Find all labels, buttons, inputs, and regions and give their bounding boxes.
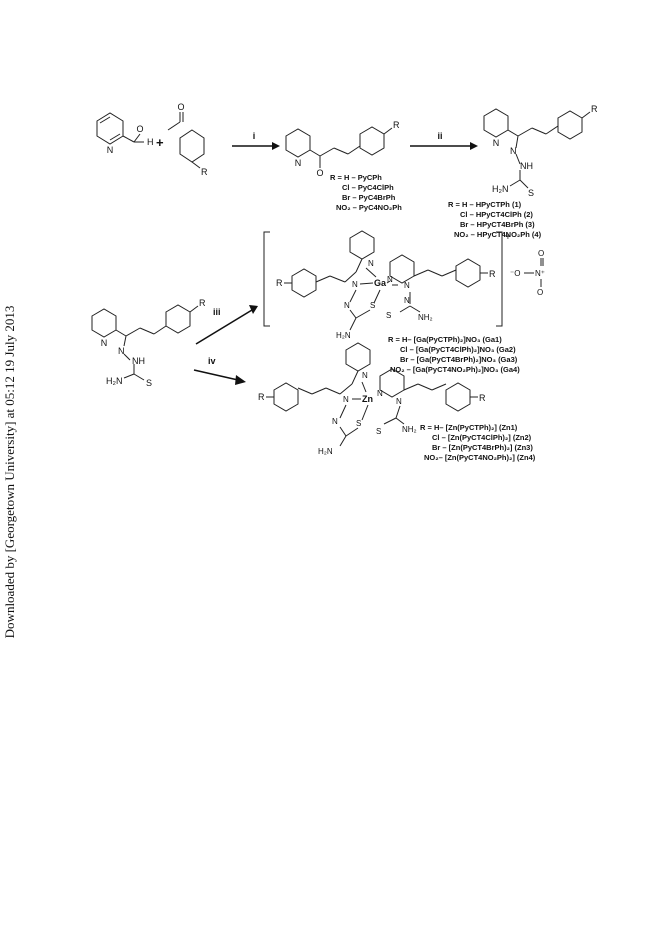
nitrate-counterion: ⁻O N⁺ O O [510,249,545,297]
ligand-label: Cl – HPyCT4ClPh (2) [460,210,533,219]
nitrate-o: O [538,249,544,258]
step-label-ii: ii [437,131,442,141]
pyridine-carbaldehyde-structure: N O H [96,112,154,155]
chalcone-label: R = H – PyCPh [330,173,382,182]
substituent-r: R [258,392,265,402]
ligand-labels: R = H – HPyCTPh (1) Cl – HPyCT4ClPh (2) … [448,200,542,239]
zinc-complex-labels: R = H– [Zn(PyCTPh)₂] (Zn1) Cl – [Zn(PyCT… [420,423,536,462]
complex-charge: + [505,232,511,243]
gallium-center: Ga [374,278,387,288]
arrow-step-iv [193,369,239,381]
atom-n: N [368,259,374,268]
atom-s: S [370,301,375,310]
atom-h2n: H₂N [106,376,123,386]
starting-ligand-structure: N R N NH H₂N S [91,298,206,388]
substituent-r: R [393,120,400,130]
atom-n: N [101,338,108,348]
atom-s: S [386,311,391,320]
atom-nh: NH [132,356,145,366]
zinc-complex-structure: N R N N S H₂N Zn N N R S NH₂ [258,342,486,456]
atom-n: N [118,346,125,356]
atom-nh2: NH₂ [402,425,417,434]
step-label-iii: iii [213,307,221,317]
substituent-r: R [591,104,598,114]
atom-n: N [107,145,114,155]
chalcone-label: NO₂ – PyC4NO₂Ph [336,203,402,212]
atom-nh2: NH₂ [418,313,433,322]
zinc-complex-label: R = H– [Zn(PyCTPh)₂] (Zn1) [420,423,518,432]
chalcone-structure: N O R [285,120,400,178]
gallium-complex-label: Br – [Ga(PyCT4BrPh)₂]NO₃ (Ga3) [400,355,518,364]
chalcone-label: Cl – PyC4ClPh [342,183,394,192]
atom-h2n: H₂N [318,447,333,456]
gallium-complex-label: NO₂ – [Ga(PyCT4NO₂Ph)₂]NO₃ (Ga4) [390,365,520,374]
plus-sign: + [156,135,164,150]
download-watermark: Downloaded by [Georgetown University] at… [0,0,20,936]
substituent-r: R [479,393,486,403]
nitrate-o-minus: ⁻O [510,269,520,278]
nitrate-n: N⁺ [535,269,545,278]
chalcone-labels: R = H – PyCPh Cl – PyC4ClPh Br – PyC4BrP… [330,173,402,212]
substituent-r: R [199,298,206,308]
atom-h2n: H₂N [492,184,509,194]
atom-n: N [493,138,500,148]
nitrate-o: O [537,288,543,297]
thiosemicarbazone-ligand-structure: N R N NH H₂N S [483,104,598,198]
atom-n: N [352,280,358,289]
zinc-complex-label: Cl – [Zn(PyCT4ClPh)₂] (Zn2) [432,433,532,442]
atom-o: O [177,102,184,112]
zinc-complex-label: NO₂– [Zn(PyCT4NO₂Ph)₂] (Zn4) [424,453,536,462]
atom-n: N [332,417,338,426]
gallium-complex-label: R = H– [Ga(PyCTPh)₂]NO₃ (Ga1) [388,335,502,344]
atom-n: N [404,296,410,305]
gallium-complex-label: Cl – [Ga(PyCT4ClPh)₂]NO₃ (Ga2) [400,345,516,354]
atom-n: N [362,371,368,380]
gallium-complex-structure: + N R N N S H₂N Ga N N R [263,230,511,340]
atom-o: O [316,168,323,178]
atom-n: N [404,281,410,290]
atom-n: N [377,389,383,398]
atom-s: S [376,427,381,436]
atom-n: N [295,158,302,168]
ligand-label: NO₂ – HPyCT4NO₂Ph (4) [454,230,542,239]
atom-n: N [510,146,517,156]
zinc-complex-label: Br – [Zn(PyCT4BrPh)₂] (Zn3) [432,443,533,452]
atom-h2n: H₂N [336,331,351,340]
gallium-complex-labels: R = H– [Ga(PyCTPh)₂]NO₃ (Ga1) Cl – [Ga(P… [388,335,520,374]
atom-n: N [344,301,350,310]
chalcone-label: Br – PyC4BrPh [342,193,396,202]
atom-h: H [147,137,154,147]
substituent-r: R [276,278,283,288]
acetophenone-structure: O R [167,102,208,177]
ligand-label: Br – HPyCT4BrPh (3) [460,220,535,229]
atom-n: N [343,395,349,404]
arrow-step-iii [195,309,253,345]
atom-s: S [528,188,534,198]
atom-o: O [136,124,143,134]
atom-n: N [387,275,393,284]
step-label-iv: iv [208,356,216,366]
atom-s: S [356,419,361,428]
step-label-i: i [253,131,256,141]
atom-n: N [396,397,402,406]
substituent-r: R [489,269,496,279]
substituent-r: R [201,167,208,177]
ligand-label: R = H – HPyCTPh (1) [448,200,522,209]
zinc-center: Zn [362,394,373,404]
atom-nh: NH [520,161,533,171]
watermark-text: Downloaded by [Georgetown University] at… [2,305,17,639]
atom-s: S [146,378,152,388]
